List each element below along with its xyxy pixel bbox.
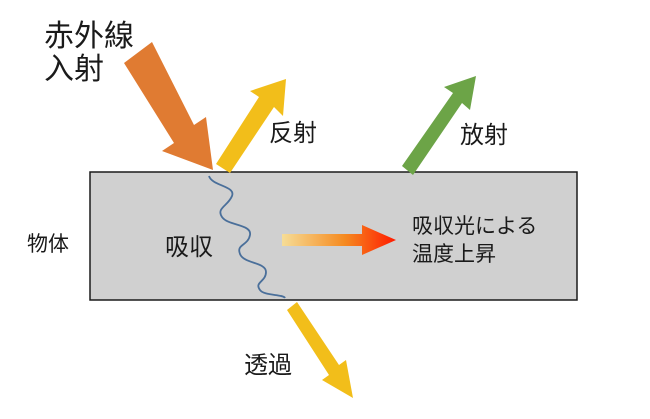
transmission-label: 透過 <box>244 351 292 379</box>
incident-label-line2: 入射 <box>44 52 104 87</box>
temperature-rise-label-line2: 温度上昇 <box>412 242 496 266</box>
reflection-label: 反射 <box>269 119 317 147</box>
incident-label-line1: 赤外線 <box>44 19 134 54</box>
incident-arrow <box>124 42 213 170</box>
absorbed-wave <box>208 175 286 299</box>
emission-label: 放射 <box>460 121 508 149</box>
emission-arrow <box>402 76 476 175</box>
object-label: 物体 <box>27 232 69 256</box>
reflection-arrow <box>216 79 286 173</box>
absorption-label: 吸収 <box>165 233 213 261</box>
heat-arrow <box>282 225 396 255</box>
transmission-arrow <box>287 302 353 398</box>
temperature-rise-label-line1: 吸収光による <box>412 214 538 238</box>
